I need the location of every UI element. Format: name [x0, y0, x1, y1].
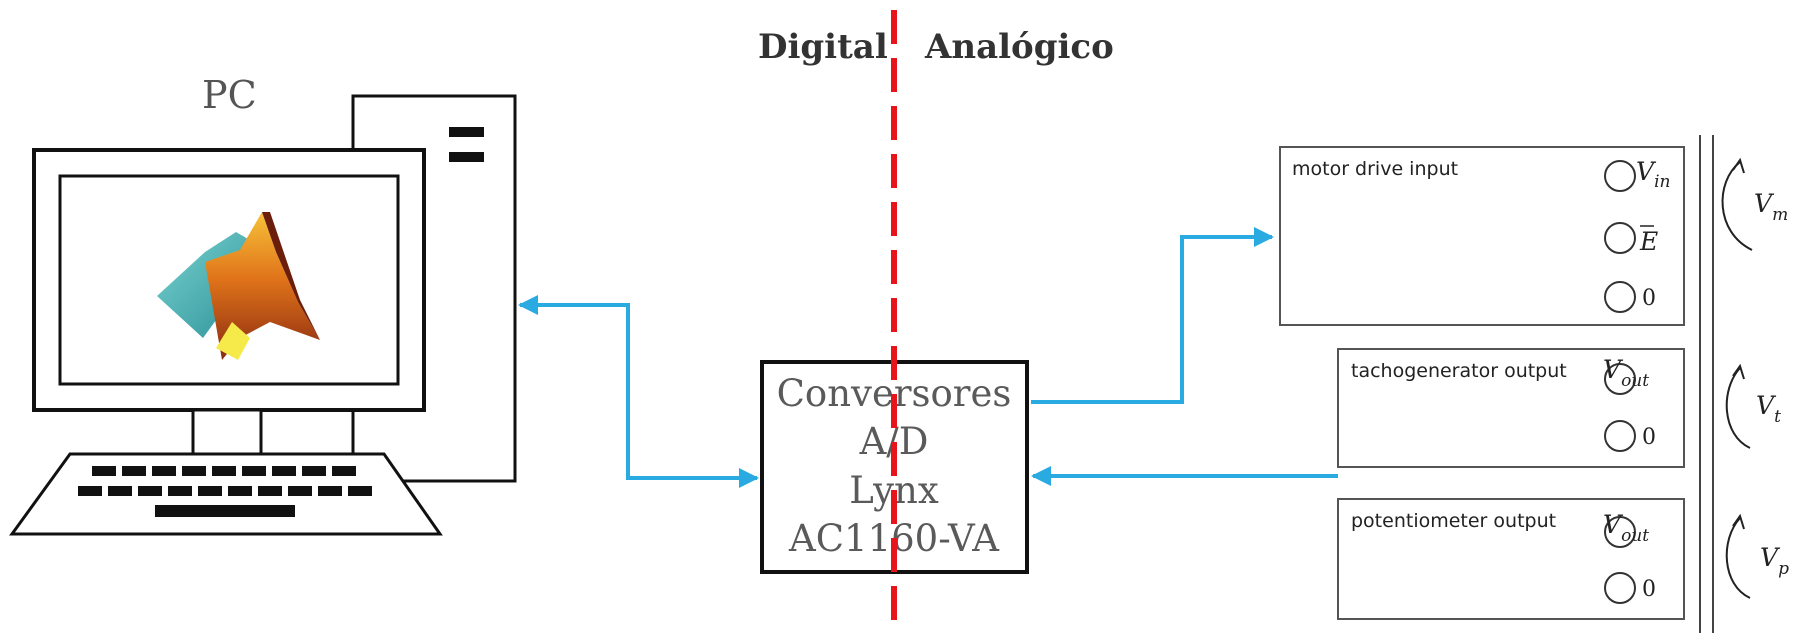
keyboard-key: [258, 486, 282, 496]
keyboard-key: [182, 466, 206, 476]
voltage-arrow-vt: Vt: [1725, 363, 1781, 449]
keyboard-key: [228, 486, 252, 496]
keyboard-key: [198, 486, 222, 496]
panel-tachogenerator-output: tachogenerator output Vout 0: [1337, 348, 1685, 468]
voltage-arrow-vp: Vp: [1725, 513, 1789, 599]
keyboard-key: [78, 486, 102, 496]
keyboard-key: [242, 466, 266, 476]
terminal-e-label: E: [1639, 227, 1658, 256]
keyboard-key: [348, 486, 372, 496]
keyboard-key: [302, 466, 326, 476]
keyboard-keys: [78, 466, 372, 496]
keyboard-key: [272, 466, 296, 476]
terminal-zero-label: 0: [1642, 425, 1656, 450]
analog-label: Analógico: [924, 27, 1114, 67]
terminal-zero-label: 0: [1642, 577, 1656, 602]
pc-converter-link-arrow: [518, 295, 759, 488]
keyboard-key: [212, 466, 236, 476]
terminal-vout-connector[interactable]: [1604, 516, 1636, 548]
terminal-e-connector[interactable]: [1604, 222, 1636, 254]
desktop-computer-icon: [9, 94, 517, 536]
keyboard-key: [122, 466, 146, 476]
keyboard-key: [108, 486, 132, 496]
panel-title: potentiometer output: [1351, 510, 1556, 532]
keyboard-key: [92, 466, 116, 476]
keyboard-key: [152, 466, 176, 476]
digital-label: Digital: [758, 27, 888, 67]
converter-to-motor-arrow: [1031, 227, 1274, 404]
terminal-zero-connector[interactable]: [1604, 572, 1636, 604]
panel-motor-drive-input: motor drive input Vin E 0: [1279, 146, 1685, 326]
tower-slot-2: [449, 152, 484, 162]
voltage-arrow-vm: Vm: [1721, 157, 1788, 251]
monitor-stand: [191, 408, 263, 456]
keyboard-key: [288, 486, 312, 496]
voltage-label-vm: Vm: [1754, 189, 1788, 225]
tower-slot-1: [449, 127, 484, 137]
terminal-vout-label: Vout: [1603, 355, 1649, 391]
terminal-vout-label: Vout: [1603, 510, 1649, 546]
keyboard-spacebar: [155, 505, 295, 517]
surface-plot-logo-icon: [157, 212, 320, 360]
panel-title: motor drive input: [1292, 158, 1458, 180]
keyboard-key: [138, 486, 162, 496]
voltage-label-vp: Vp: [1760, 543, 1789, 579]
keyboard-key: [168, 486, 192, 496]
keyboard-key: [332, 466, 356, 476]
terminal-zero-connector[interactable]: [1604, 281, 1636, 313]
terminal-vout-connector[interactable]: [1604, 363, 1636, 395]
keyboard-key: [318, 486, 342, 496]
voltage-label-vt: Vt: [1756, 391, 1781, 427]
panel-potentiometer-output: potentiometer output Vout 0: [1337, 498, 1685, 620]
terminal-vin-connector[interactable]: [1604, 160, 1636, 192]
pc-label: PC: [202, 73, 257, 117]
panel-title: tachogenerator output: [1351, 360, 1567, 382]
terminal-vin-label: Vin: [1636, 157, 1670, 192]
terminal-zero-label: 0: [1642, 286, 1656, 311]
terminal-zero-connector[interactable]: [1604, 420, 1636, 452]
